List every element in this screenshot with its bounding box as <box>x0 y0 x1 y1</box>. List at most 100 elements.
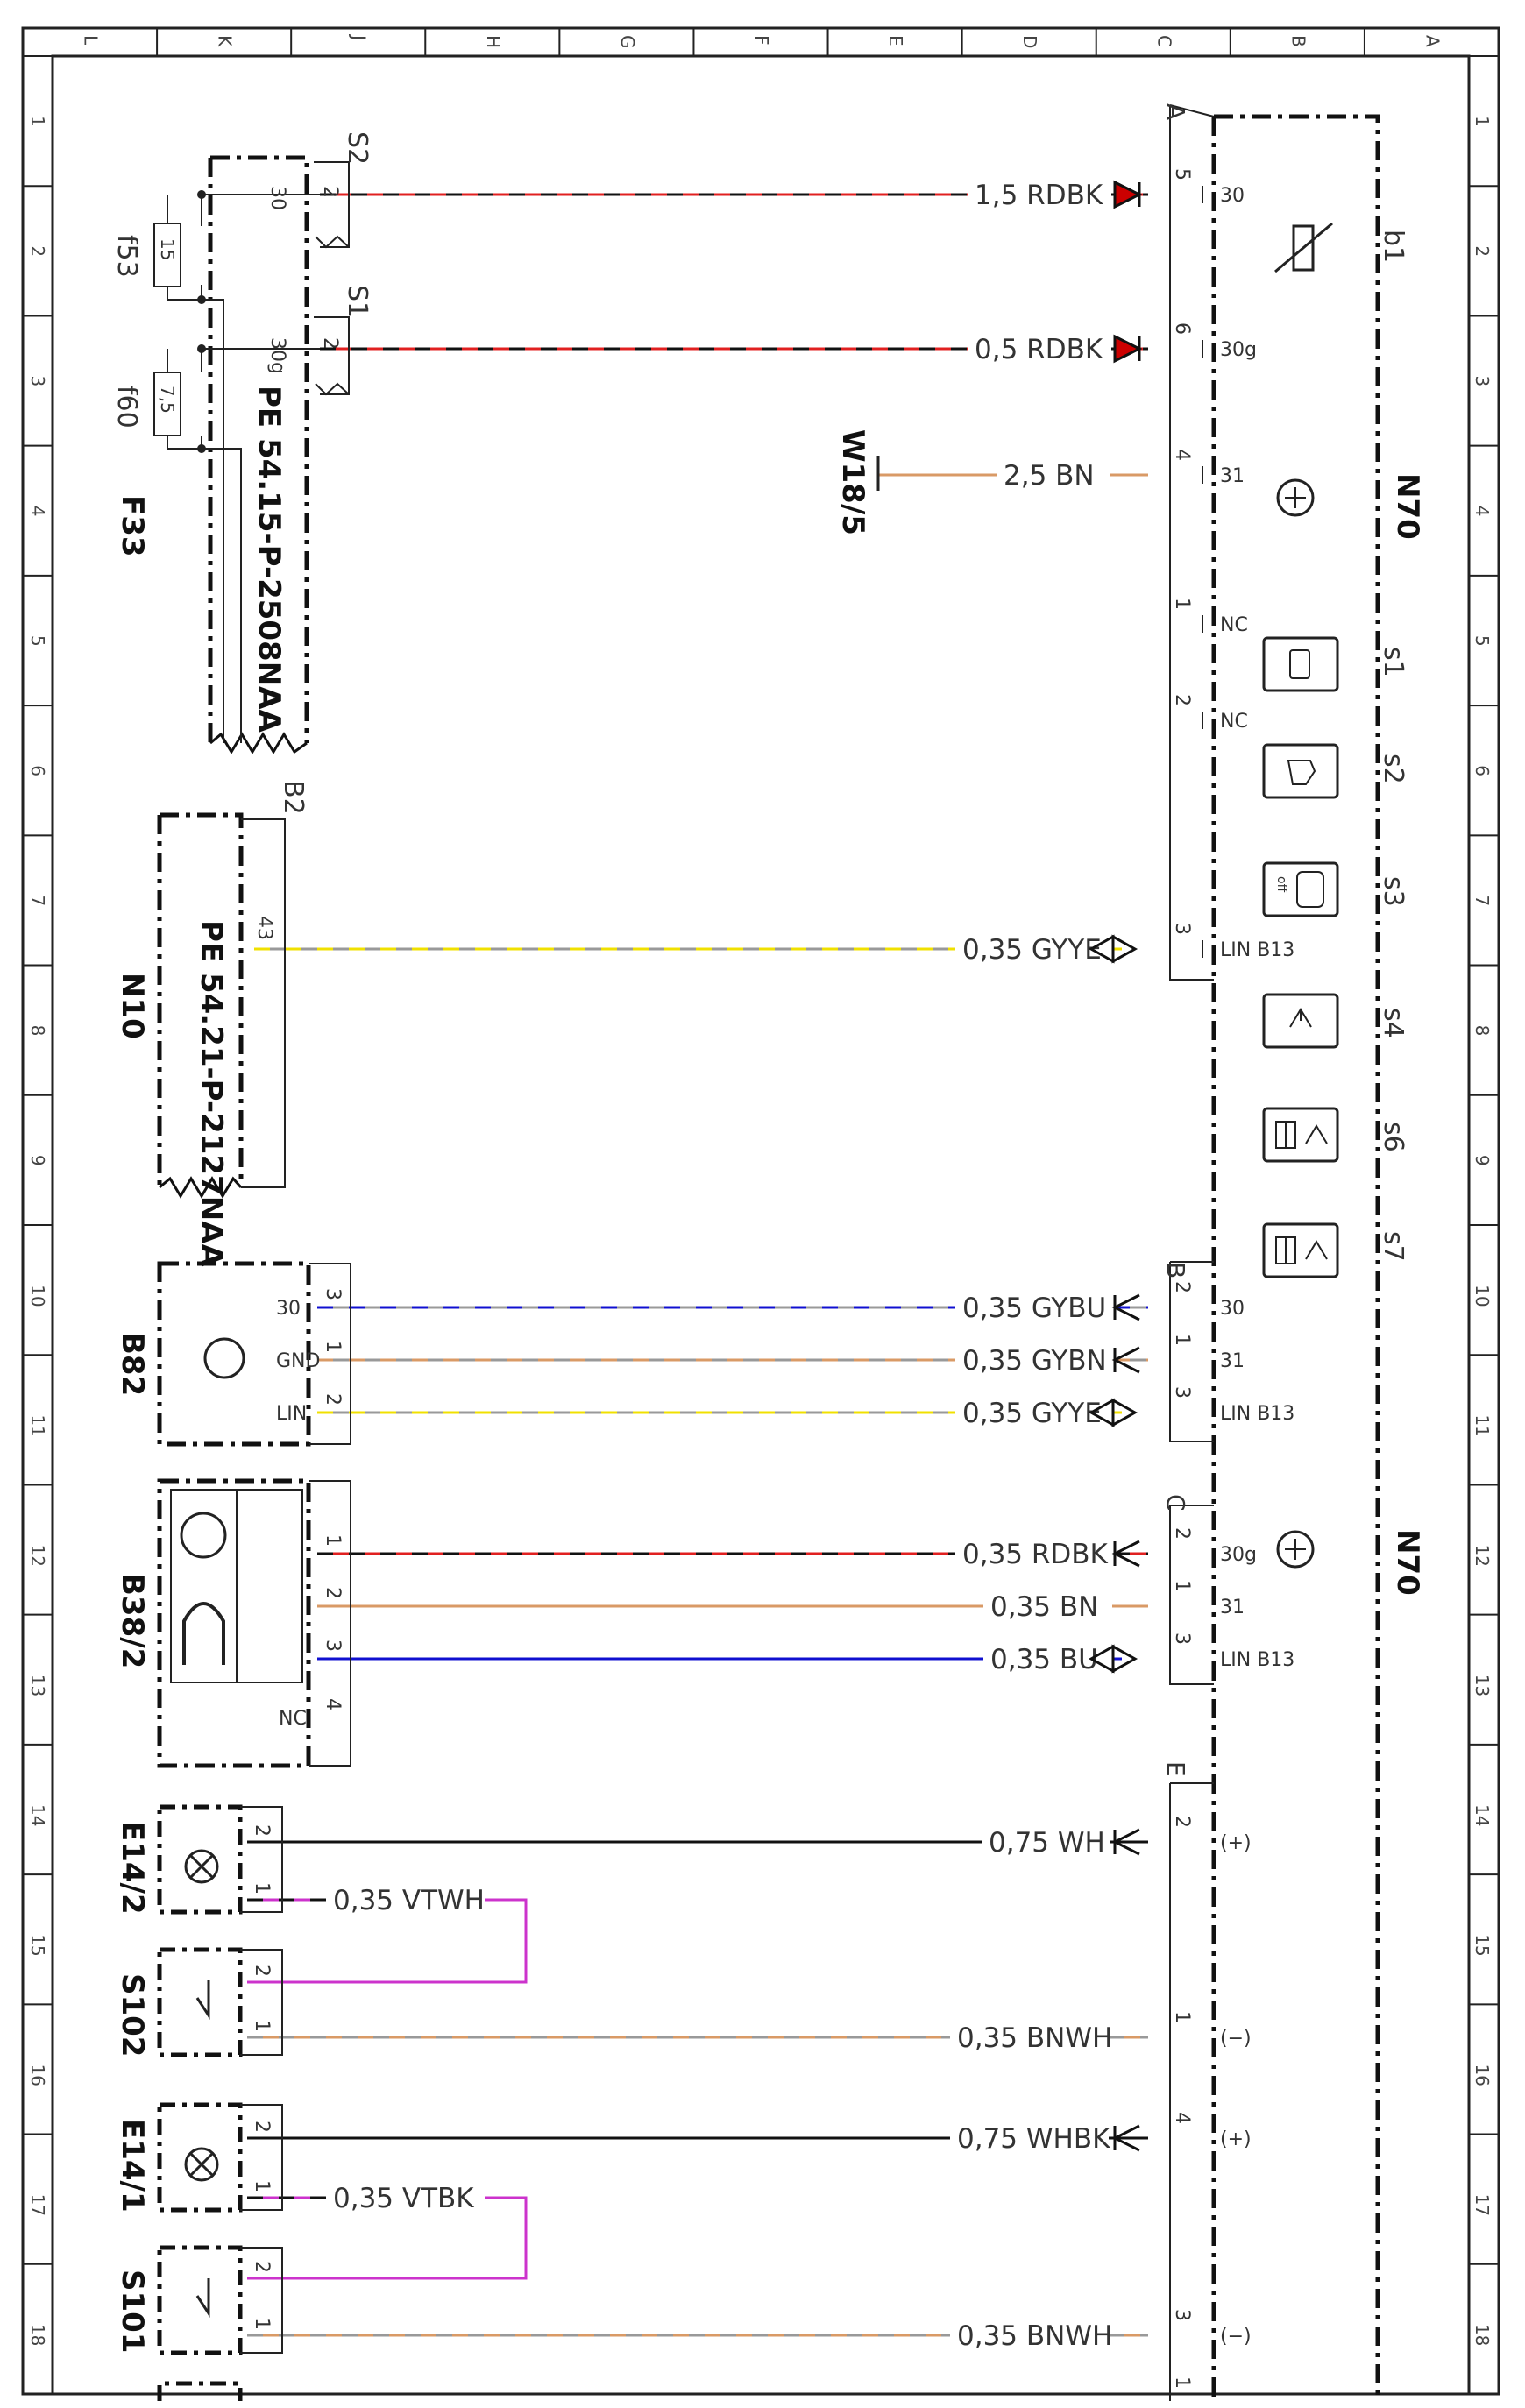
grid-number: 14 <box>1472 1804 1493 1826</box>
pin-label: 1 <box>251 2318 273 2330</box>
grid-number: 7 <box>1472 895 1493 906</box>
connector-b-bracket <box>1169 1261 1214 1442</box>
pin-label: LIN B13 <box>1220 1649 1294 1671</box>
pin-label: 3 <box>1171 923 1193 935</box>
wire-label: 0,75 WH <box>989 1827 1105 1859</box>
pin-label: 4 <box>1171 2112 1193 2124</box>
n70-label-bottom: N70 <box>1390 1529 1425 1596</box>
pin-label: LIN B13 <box>1220 1403 1294 1425</box>
pin-label: 3 <box>1171 1386 1193 1399</box>
grid-number: 17 <box>1472 2194 1493 2216</box>
grid-number: 6 <box>1472 765 1493 776</box>
connector-arrow <box>1088 1644 1138 1674</box>
e14-1-box <box>157 2102 243 2213</box>
pin-label: 2 <box>251 2261 273 2273</box>
grid-letter: A <box>1422 35 1443 47</box>
grid-number: 4 <box>1472 506 1493 517</box>
pin-label: NC <box>279 1708 307 1730</box>
f53-label: f53 <box>111 235 142 278</box>
wire: 0,75 WHBK <box>247 2123 1148 2155</box>
f33-internals <box>153 190 320 743</box>
b82-sensor-icon <box>203 1337 245 1379</box>
wire: 0,75 WH <box>247 1827 1148 1859</box>
f33-zigzag <box>209 732 308 754</box>
connector-arrow <box>1111 1828 1140 1856</box>
connector-arrow <box>1113 334 1143 364</box>
grid-number: 2 <box>27 245 48 257</box>
pin-label: 1 <box>322 1534 344 1547</box>
w18-label: W18/5 <box>835 429 870 535</box>
grid-number: 16 <box>1472 2064 1493 2086</box>
pin-label: 1 <box>251 2180 273 2192</box>
wire: 0,35 GYBU <box>317 1293 1148 1324</box>
pin-label: 4 <box>1171 449 1193 461</box>
wire-label: 0,35 RDBK <box>962 1539 1109 1570</box>
pin-label: 2 <box>1171 1527 1193 1540</box>
pin-label: 2 <box>251 2121 273 2133</box>
b38-label: B38/2 <box>115 1573 150 1668</box>
grid-number: 3 <box>1472 376 1493 387</box>
grid-number: 6 <box>27 765 48 776</box>
pin-label: 3 <box>322 1640 344 1652</box>
pin-label: (−) <box>1220 2326 1252 2348</box>
wire-label: 0,35 VTBK <box>333 2183 474 2214</box>
pin-label: 1 <box>1171 598 1193 610</box>
wire-label: 0,35 BNWH <box>957 2022 1112 2054</box>
s102-switch-icon <box>195 1980 210 2021</box>
wire: 0,35 GYYE <box>254 934 1138 966</box>
b38-bracket <box>309 1480 351 1767</box>
fuse75-label: 7,5 <box>157 386 178 414</box>
b38-dashed-box <box>157 1478 311 1768</box>
pe2-note: PE 54.21-P-2127NAA <box>194 920 229 1267</box>
wire: 1,5 RDBK <box>320 180 1148 211</box>
pin-label: 1 <box>251 2020 273 2032</box>
s1-label: S1 <box>342 285 372 318</box>
grid-letter: C <box>1153 35 1174 47</box>
wire-label: 0,35 BU <box>990 1644 1098 1675</box>
pin-label: LIN B13 <box>1220 939 1294 961</box>
e14-2-box <box>157 1804 243 1915</box>
s2-pin-30: 30 <box>266 186 288 210</box>
pin-label: 31 <box>1220 1597 1245 1618</box>
grid-number: 4 <box>27 506 48 517</box>
s1-pin-30g: 30g <box>266 337 288 374</box>
connector-arrow <box>1111 2124 1140 2152</box>
f60-label: f60 <box>111 386 142 428</box>
e14-1-lamp-icon <box>184 2147 219 2182</box>
grid-letter: L <box>81 35 102 46</box>
n70-label-top: N70 <box>1390 473 1425 540</box>
pin-label: 30g <box>1220 1544 1257 1566</box>
grid-number: 5 <box>27 635 48 647</box>
wire: 0,35 BNWH <box>247 2320 1148 2352</box>
pin-label: NC <box>1220 711 1248 733</box>
grid-number: 8 <box>1472 1025 1493 1037</box>
grid-number: 17 <box>27 2194 48 2216</box>
connector-c-label: C <box>1161 1494 1190 1512</box>
wire: 0,35 GYBN <box>317 1345 1148 1377</box>
connector-e-bracket <box>1169 1782 1214 2401</box>
pin-label: 2 <box>251 1824 273 1837</box>
frame-outer <box>21 26 1500 2396</box>
pin-label: 1 <box>1171 1334 1193 1346</box>
grid-number: 8 <box>27 1025 48 1037</box>
e14-2-bracket <box>240 1806 283 1913</box>
connector-arrow <box>1111 1540 1140 1568</box>
e14-2-label: E14/2 <box>115 1821 150 1915</box>
connector-b-label: B <box>1161 1262 1190 1278</box>
wire-bend <box>247 1898 528 1984</box>
bottom-partial-box <box>157 2381 243 2401</box>
s1-switch-label: s1 <box>1378 647 1408 677</box>
b2-label: B2 <box>278 780 309 815</box>
s102-box <box>157 1947 243 2057</box>
connector-a-bracket <box>1169 104 1215 981</box>
sun-icon <box>180 1512 227 1559</box>
pin-label: 6 <box>1171 322 1193 335</box>
grid-number: 14 <box>27 1804 48 1826</box>
s7-switch-label: s7 <box>1378 1231 1408 1262</box>
pin-label: 1 <box>251 1882 273 1895</box>
grid-number: 13 <box>1472 1675 1493 1696</box>
s4-switch-label: s4 <box>1378 1008 1408 1038</box>
n10-dashed-box <box>157 812 244 1187</box>
